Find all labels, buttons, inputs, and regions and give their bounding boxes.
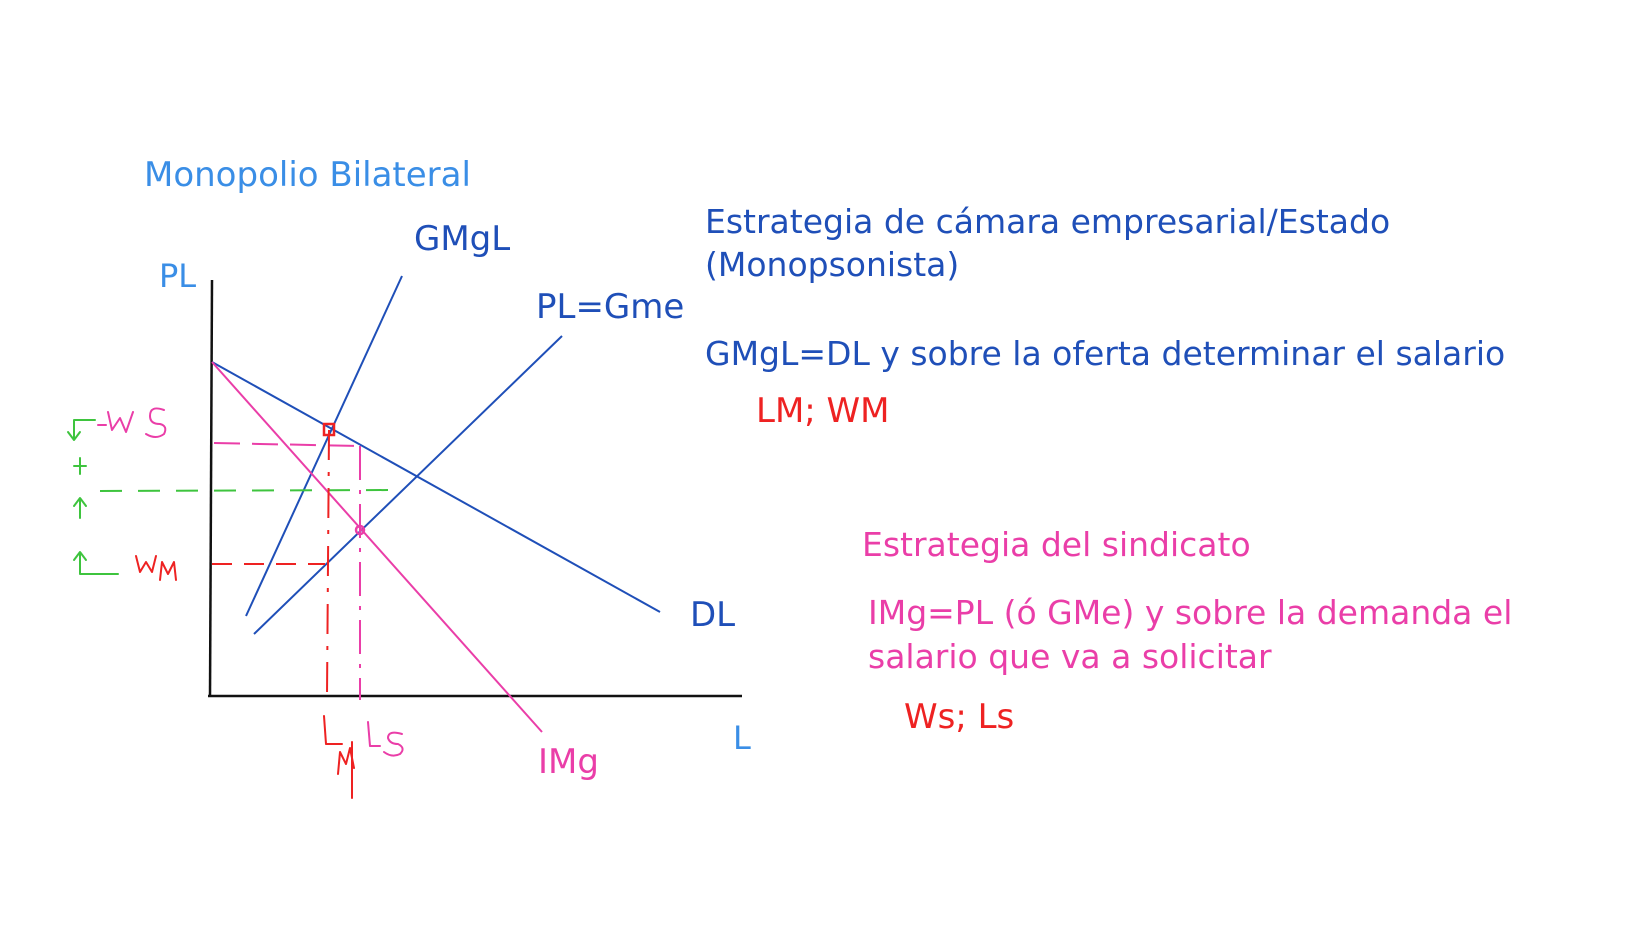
x-axis-label: L bbox=[733, 719, 751, 757]
lm-handwritten-mark bbox=[323, 715, 355, 799]
ws-handwritten-mark bbox=[97, 407, 167, 438]
ws-level-dashed bbox=[213, 442, 361, 447]
ls-intersection-marker bbox=[354, 524, 366, 536]
union-strategy-result: Ws; Ls bbox=[904, 697, 1015, 737]
supply-curve-pl-gme bbox=[253, 335, 563, 635]
supply-curve-label: PL=Gme bbox=[536, 287, 685, 327]
img-curve bbox=[211, 361, 543, 733]
employer-strategy-heading-line2: (Monopsonista) bbox=[705, 245, 960, 284]
demand-curve-label: DL bbox=[690, 595, 736, 635]
img-curve-label: IMg bbox=[538, 742, 599, 782]
green-arrows bbox=[67, 419, 119, 575]
employer-strategy-heading-line1: Estrategia de cámara empresarial/Estado bbox=[705, 202, 1391, 241]
diagram-title: Monopolio Bilateral bbox=[144, 155, 471, 195]
union-strategy-rule-line1: IMg=PL (ó GMe) y sobre la demanda el bbox=[868, 593, 1513, 632]
y-axis bbox=[208, 279, 214, 697]
union-strategy-rule-line2: salario que va a solicitar bbox=[868, 637, 1272, 676]
union-strategy-heading: Estrategia del sindicato bbox=[862, 525, 1251, 564]
demand-curve-dl bbox=[211, 361, 661, 613]
gmgl-curve bbox=[245, 275, 403, 617]
lm-intersection-marker bbox=[322, 422, 336, 437]
y-axis-label: PL bbox=[159, 257, 197, 295]
lm-vertical-dashed bbox=[326, 429, 330, 697]
wm-handwritten-mark bbox=[135, 555, 177, 581]
employer-strategy-result: LM; WM bbox=[756, 391, 890, 431]
ls-handwritten-mark bbox=[367, 721, 404, 757]
gmgl-curve-label: GMgL bbox=[414, 219, 511, 259]
middle-wage-dashed bbox=[99, 489, 401, 492]
employer-strategy-rule: GMgL=DL y sobre la oferta determinar el … bbox=[705, 334, 1506, 373]
